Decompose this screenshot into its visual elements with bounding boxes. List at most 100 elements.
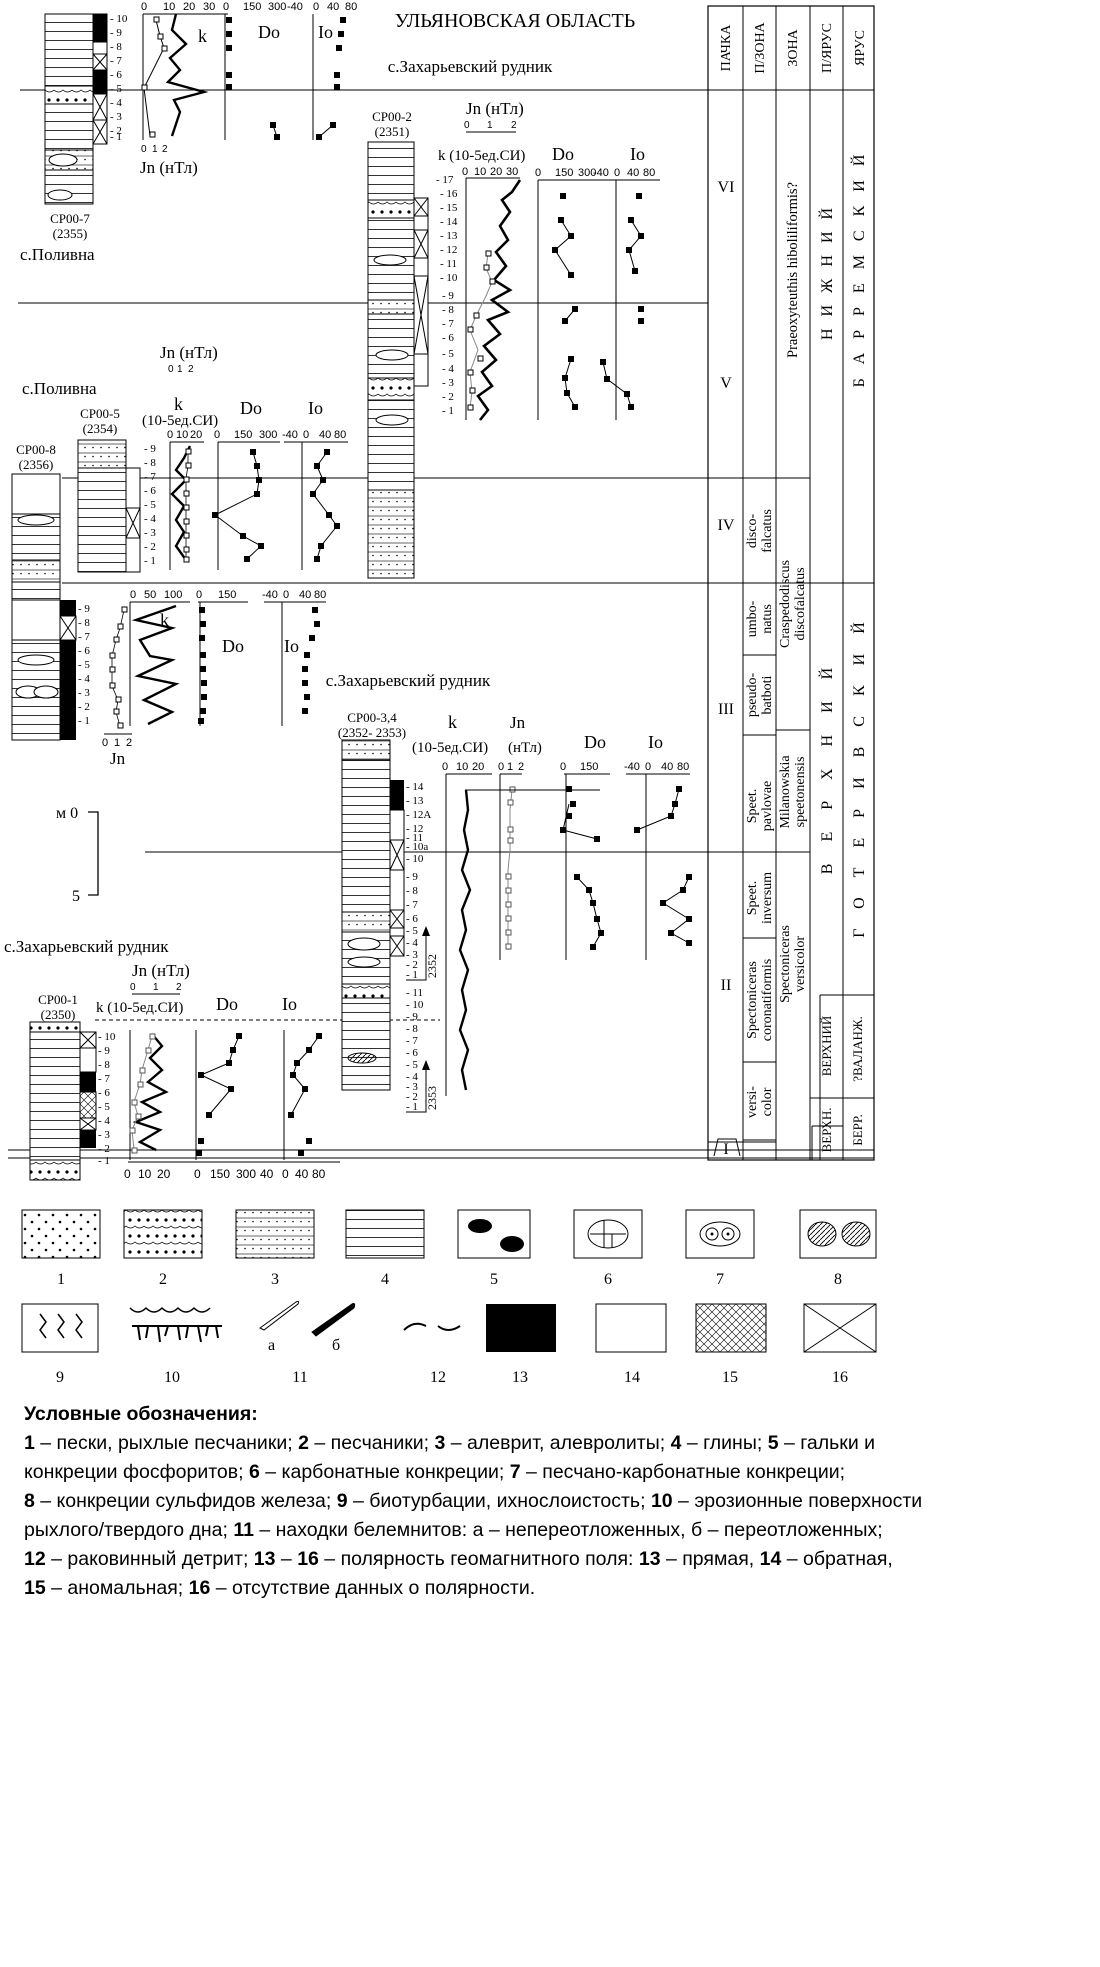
svg-text:80: 80 <box>643 167 655 179</box>
svg-text:- 5: - 5 <box>406 1059 418 1071</box>
svg-text:0: 0 <box>214 429 220 441</box>
zones: Praeoxyteuthis hiboliliformis? Craspedod… <box>778 182 808 1003</box>
svg-text:- 2: - 2 <box>110 125 122 137</box>
svg-text:0: 0 <box>167 429 173 441</box>
svg-text:- 6: - 6 <box>110 69 122 81</box>
svg-text:- 1: - 1 <box>98 1155 110 1167</box>
svg-text:12: 12 <box>430 1369 446 1386</box>
svg-text:7: 7 <box>716 1271 724 1288</box>
svg-text:- 4: - 4 <box>144 513 156 525</box>
svg-text:б: б <box>332 1337 340 1354</box>
svg-text:- 4: - 4 <box>406 937 418 949</box>
svg-text:20: 20 <box>157 1167 171 1181</box>
svg-text:Speet.: Speet. <box>745 789 760 824</box>
svg-text:0: 0 <box>614 167 620 179</box>
svg-text:Do: Do <box>584 732 606 752</box>
svg-text:Jn (нТл): Jn (нТл) <box>466 99 524 118</box>
svg-text:100: 100 <box>164 589 182 601</box>
svg-text:pavlovae: pavlovae <box>760 781 775 832</box>
header-pack: ПАЧКА <box>719 24 734 72</box>
svg-text:-40: -40 <box>624 761 640 773</box>
svg-text:0: 0 <box>283 589 289 601</box>
svg-text:30: 30 <box>203 1 215 13</box>
svg-text:- 14: - 14 <box>406 781 424 793</box>
svg-text:0: 0 <box>560 761 566 773</box>
svg-text:color: color <box>760 1087 775 1116</box>
svg-text:- 10: - 10 <box>110 13 128 25</box>
svg-text:10: 10 <box>176 429 188 441</box>
svg-text:CP00-1: CP00-1 <box>38 992 78 1007</box>
svg-text:30: 30 <box>506 166 518 178</box>
svg-text:- 1: - 1 <box>406 969 418 981</box>
svg-text:150: 150 <box>234 429 252 441</box>
svg-text:11: 11 <box>292 1369 307 1386</box>
svg-text:0: 0 <box>645 761 651 773</box>
svg-text:- 1: - 1 <box>110 131 122 143</box>
section-cp00-8: CP00-8 (2356) - 9 - 8 - 7 - 6 - 5 - 4 - … <box>11 442 90 741</box>
svg-text:- 6: - 6 <box>78 645 90 657</box>
svg-text:ВЕРХНИЙ: ВЕРХНИЙ <box>819 1016 834 1076</box>
svg-text:20: 20 <box>190 429 202 441</box>
svg-text:- 3: - 3 <box>144 527 156 539</box>
svg-text:2: 2 <box>511 120 517 131</box>
svg-text:Jn: Jn <box>110 749 126 768</box>
svg-text:- 16: - 16 <box>440 188 458 200</box>
section-cp00-2: CP00-2 (2351) - 17 - 16 - 15 - 14 - 13 -… <box>367 109 458 579</box>
svg-text:1: 1 <box>507 761 513 773</box>
legend-line-5: 12 – раковинный детрит; 13 – 16 – полярн… <box>24 1548 893 1570</box>
svg-text:10: 10 <box>138 1167 152 1181</box>
svg-text:БАРРЕМСКИЙ: БАРРЕМСКИЙ <box>849 141 868 388</box>
header-substage: П/ЯРУС <box>820 23 835 73</box>
svg-text:- 4: - 4 <box>98 1115 110 1127</box>
svg-text:300: 300 <box>236 1167 256 1181</box>
legend-pebbles <box>457 1209 531 1259</box>
section-cp00-7: CP00-7 (2355) - 10 - 9 - 8 - 7 - 6 - 5 -… <box>44 13 128 241</box>
svg-text:-40: -40 <box>282 429 298 441</box>
svg-text:- 2: - 2 <box>98 1143 110 1155</box>
svg-text:V: V <box>720 375 732 392</box>
svg-text:- 13: - 13 <box>440 230 458 242</box>
svg-text:- 2: - 2 <box>442 391 454 403</box>
legend-normal-polarity <box>486 1304 556 1352</box>
svg-text:- 11: - 11 <box>406 987 423 999</box>
svg-text:13: 13 <box>512 1369 528 1386</box>
svg-text:0: 0 <box>130 982 136 993</box>
svg-text:50: 50 <box>144 589 156 601</box>
svg-text:9: 9 <box>56 1369 64 1386</box>
svg-text:II: II <box>721 977 732 994</box>
svg-text:Jn (нТл): Jn (нТл) <box>132 961 190 980</box>
header-subzone: П/ЗОНА <box>753 21 768 73</box>
svg-text:- 6: - 6 <box>98 1087 110 1099</box>
locality-zakh-mid: с.Захарьевский рудник <box>326 671 491 690</box>
svg-text:- 8: - 8 <box>406 1023 418 1035</box>
locality-zakh-top: с.Захарьевский рудник <box>388 57 553 76</box>
svg-text:Io: Io <box>284 636 299 656</box>
svg-text:Jn (нТл): Jn (нТл) <box>160 343 218 362</box>
svg-text:- 13: - 13 <box>406 795 424 807</box>
svg-text:150: 150 <box>218 589 236 601</box>
header-columns: ПАЧКА П/ЗОНА ЗОНА П/ЯРУС ЯРУС <box>719 21 868 73</box>
locality-polivna-top: с.Поливна <box>20 245 95 264</box>
svg-text:- 11: - 11 <box>440 258 457 270</box>
svg-text:IV: IV <box>718 517 735 534</box>
svg-text:natus: natus <box>760 604 775 634</box>
svg-text:k: k <box>198 26 207 46</box>
legend-heading: Условные обозначения: <box>24 1403 258 1425</box>
svg-text:10: 10 <box>164 1369 180 1386</box>
svg-text:- 1: - 1 <box>406 1101 418 1113</box>
svg-text:- 5: - 5 <box>442 348 454 360</box>
svg-text:- 10: - 10 <box>440 272 458 284</box>
svg-text:k (10-5ед.СИ): k (10-5ед.СИ) <box>438 148 525 164</box>
substages: НИЖНИЙ ВЕРХНИЙ ВЕРХНИЙ ВЕРХН. <box>817 196 836 1153</box>
stages: БАРРЕМСКИЙ ГОТЕРИВСКИЙ ?ВАЛАНЖ. БЕРР. <box>849 141 868 1146</box>
svg-text:- 9: - 9 <box>78 603 90 615</box>
svg-text:0: 0 <box>141 1 147 13</box>
svg-text:1: 1 <box>114 737 120 749</box>
svg-text:k: k <box>160 610 169 630</box>
svg-text:CP00-7: CP00-7 <box>50 211 90 226</box>
section-cp00-1: CP00-1 (2350) - 10 - 9 - 8 - 7 - 6 - 5 -… <box>29 992 116 1181</box>
svg-text:БЕРР.: БЕРР. <box>850 1114 865 1146</box>
svg-text:300: 300 <box>259 429 277 441</box>
svg-text:- 10a: - 10a <box>406 841 428 853</box>
